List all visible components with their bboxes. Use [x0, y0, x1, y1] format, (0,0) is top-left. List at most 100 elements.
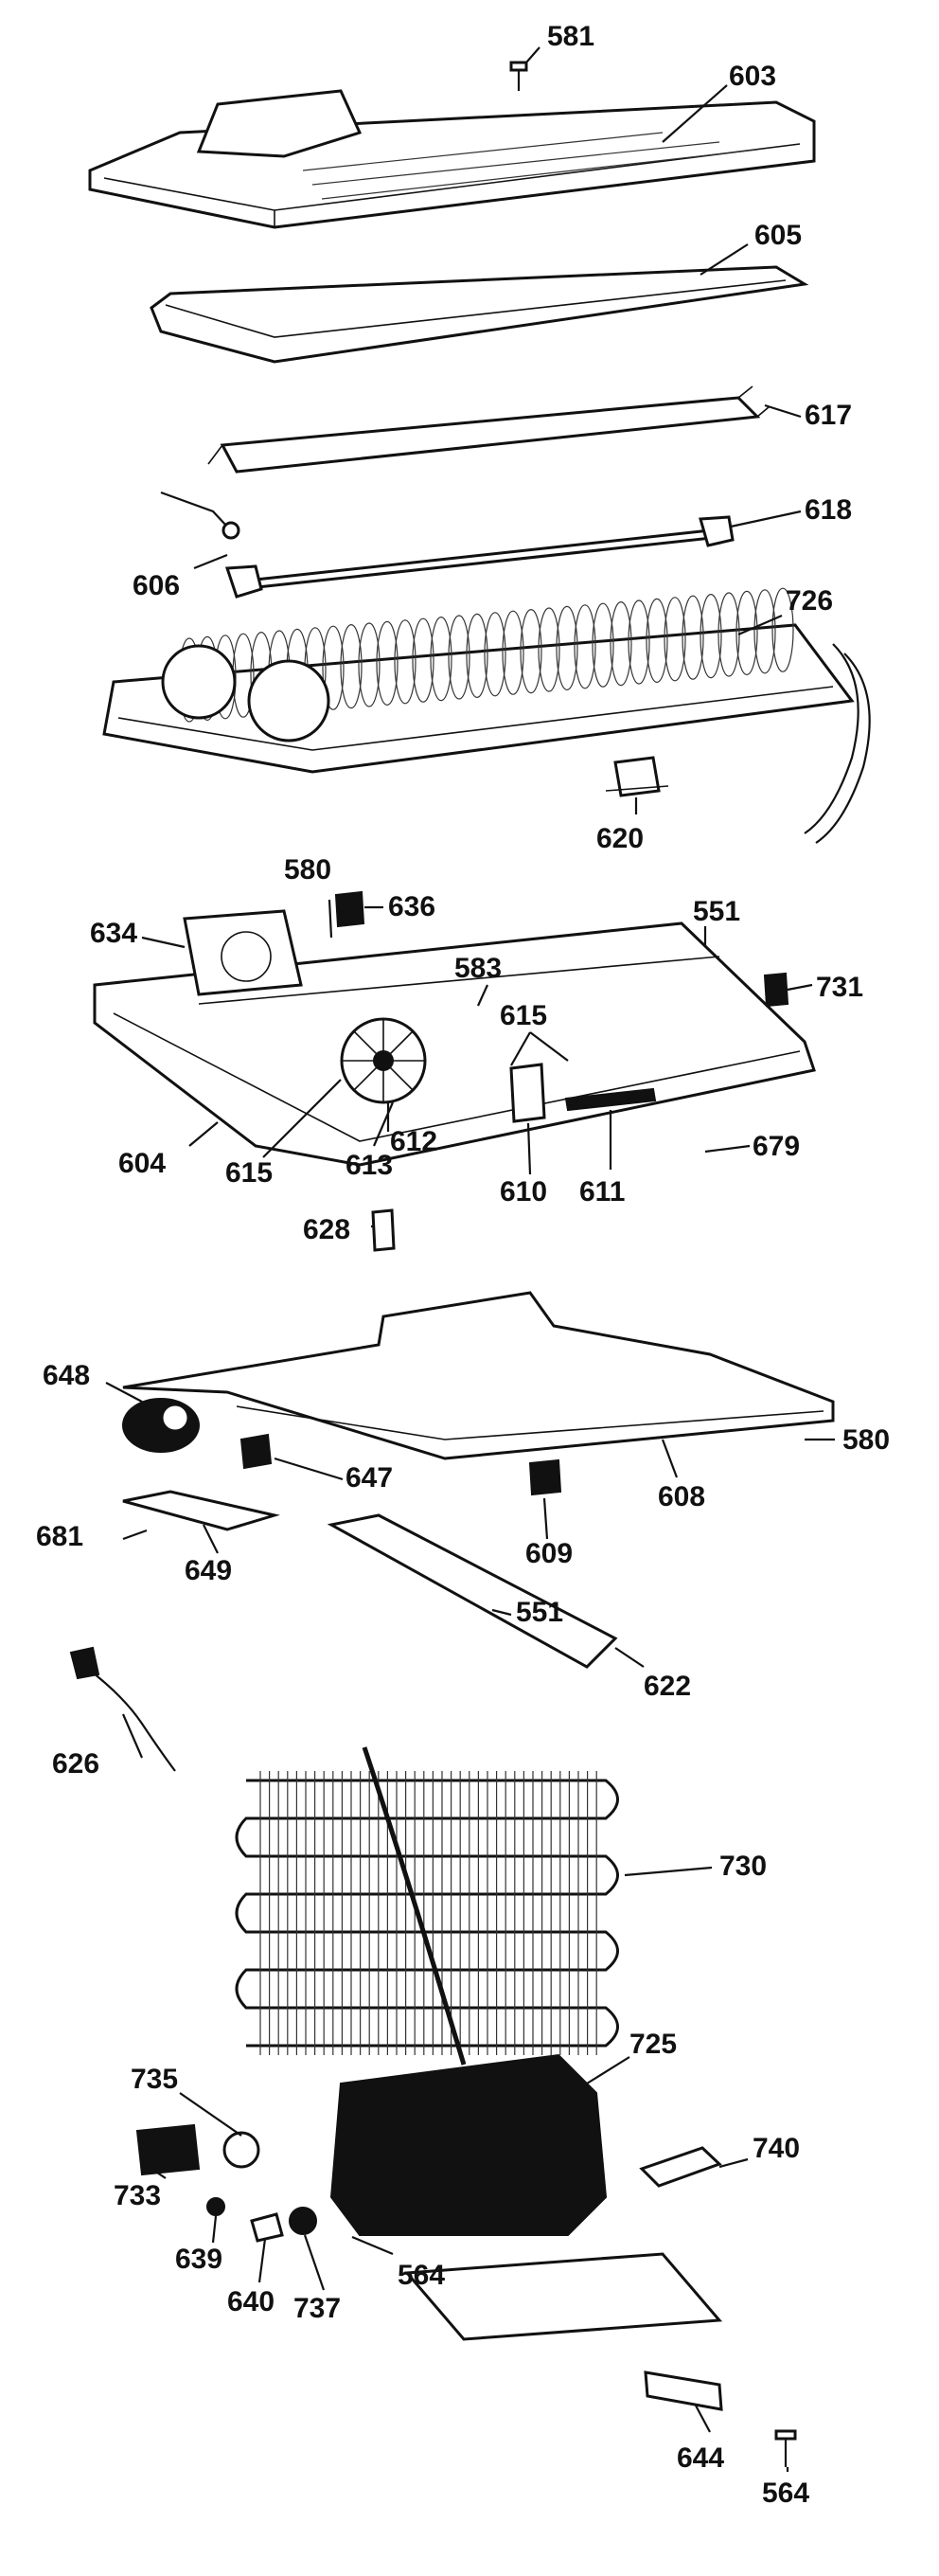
part-609-grommet: [528, 1458, 562, 1496]
evaporator-coil-loop: [556, 605, 578, 691]
evaporator-coil-loop: [412, 617, 434, 703]
part-636-block: [334, 890, 365, 928]
part-726-evaporator: [102, 587, 871, 844]
part-618-rod: [224, 515, 735, 599]
callout-735: 735: [131, 2064, 178, 2095]
part-634-housing: [183, 909, 303, 996]
callout-581: 581: [547, 21, 594, 52]
callout-611: 611: [579, 1176, 625, 1208]
part-603-top-cover: [88, 89, 816, 229]
part-648-motor: [122, 1398, 200, 1453]
callout-628: 628: [303, 1214, 350, 1245]
part-730-condenser: [235, 1746, 619, 2066]
part-613-fan: [340, 1017, 427, 1104]
part-740-clip: [639, 2146, 722, 2188]
callout-608: 608: [658, 1481, 705, 1512]
callout-620: 620: [596, 823, 644, 854]
part-610-motor: [509, 1063, 546, 1123]
callout-740: 740: [753, 2133, 800, 2164]
callout-639: 639: [175, 2244, 222, 2275]
part-606-clip: [160, 491, 240, 540]
part-731-clip: [763, 972, 789, 1008]
evaporator-coil-loop: [502, 610, 524, 695]
callout-648: 648: [43, 1360, 90, 1391]
part-639-plug: [206, 2197, 225, 2216]
evaporator-coil-loop: [753, 589, 776, 674]
callout-615a: 615: [500, 1000, 547, 1031]
evaporator-coil-loop: [394, 619, 416, 705]
callout-636: 636: [388, 891, 435, 922]
callout-604: 604: [118, 1148, 166, 1179]
callout-647: 647: [345, 1462, 393, 1494]
callout-644: 644: [677, 2442, 724, 2474]
evaporator-coil-loop: [340, 623, 363, 709]
evaporator-coil-loop: [610, 600, 632, 687]
callout-612: 612: [390, 1126, 437, 1157]
evaporator-coil-loop: [358, 622, 381, 707]
callout-726: 726: [786, 585, 833, 617]
callout-737: 737: [293, 2293, 341, 2324]
part-608-base-tray: [122, 1291, 835, 1460]
evaporator-coil-loop: [322, 625, 345, 710]
callout-583: 583: [454, 953, 502, 984]
callout-731: 731: [816, 972, 863, 1003]
part-644-bracket: [644, 2370, 723, 2411]
part-640-fitting: [250, 2212, 284, 2243]
callout-725: 725: [629, 2029, 677, 2060]
evaporator-coil-loop: [484, 612, 506, 697]
evaporator-coil-loop: [430, 616, 452, 702]
callout-615b: 615: [225, 1157, 273, 1189]
callout-613: 613: [345, 1150, 393, 1181]
callout-606: 606: [133, 570, 180, 601]
part-620-relay: [605, 756, 669, 797]
callout-634: 634: [90, 918, 137, 949]
evaporator-coil-loop: [592, 602, 614, 688]
callout-618: 618: [805, 494, 852, 526]
evaporator-coil-loop: [682, 595, 704, 680]
callout-551a: 551: [693, 896, 740, 927]
callout-649: 649: [185, 1555, 232, 1586]
callout-679: 679: [753, 1131, 800, 1162]
callout-564a: 564: [398, 2260, 445, 2291]
evaporator-coil-loop: [664, 597, 686, 682]
callout-733: 733: [114, 2180, 161, 2211]
callout-640: 640: [227, 2286, 275, 2317]
part-581-screw: [509, 61, 528, 91]
evaporator-coil-loop: [646, 598, 668, 684]
evaporator-coil-loop: [448, 615, 470, 700]
callout-626: 626: [52, 1748, 99, 1780]
callout-681: 681: [36, 1521, 83, 1552]
leader-lines: [105, 46, 835, 2472]
callout-564b: 564: [762, 2478, 809, 2509]
part-564-screw: [774, 2429, 797, 2467]
callout-609: 609: [525, 1538, 573, 1569]
part-649-bracket: [122, 1490, 280, 1531]
part-647-switch: [239, 1433, 273, 1470]
callout-605: 605: [754, 220, 802, 251]
part-622-channel: [327, 1513, 618, 1669]
part-628-bushing: [371, 1208, 396, 1252]
callout-551b: 551: [516, 1597, 563, 1628]
part-611-strap: [564, 1087, 657, 1112]
part-733-relay: [135, 2123, 201, 2176]
evaporator-coil-loop: [574, 604, 596, 689]
part-725-compressor: [329, 2053, 723, 2341]
evaporator-coil-loop: [376, 620, 399, 707]
evaporator-coil-loop: [520, 608, 542, 694]
part-617-bracket: [207, 385, 770, 474]
evaporator-coil-loop: [771, 587, 794, 672]
evaporator-coil-loop: [466, 613, 488, 699]
callout-580b: 580: [842, 1424, 890, 1456]
callout-730: 730: [719, 1851, 767, 1882]
evaporator-coil-loop: [628, 599, 650, 685]
callout-610: 610: [500, 1176, 547, 1208]
part-605-panel: [150, 265, 809, 364]
evaporator-coil-loop: [538, 607, 560, 692]
callout-603: 603: [729, 61, 776, 92]
part-735-overload: [222, 2131, 260, 2169]
part-737-grommet: [289, 2207, 317, 2235]
callout-622: 622: [644, 1671, 691, 1702]
callout-617: 617: [805, 400, 852, 431]
callout-580a: 580: [284, 854, 331, 886]
